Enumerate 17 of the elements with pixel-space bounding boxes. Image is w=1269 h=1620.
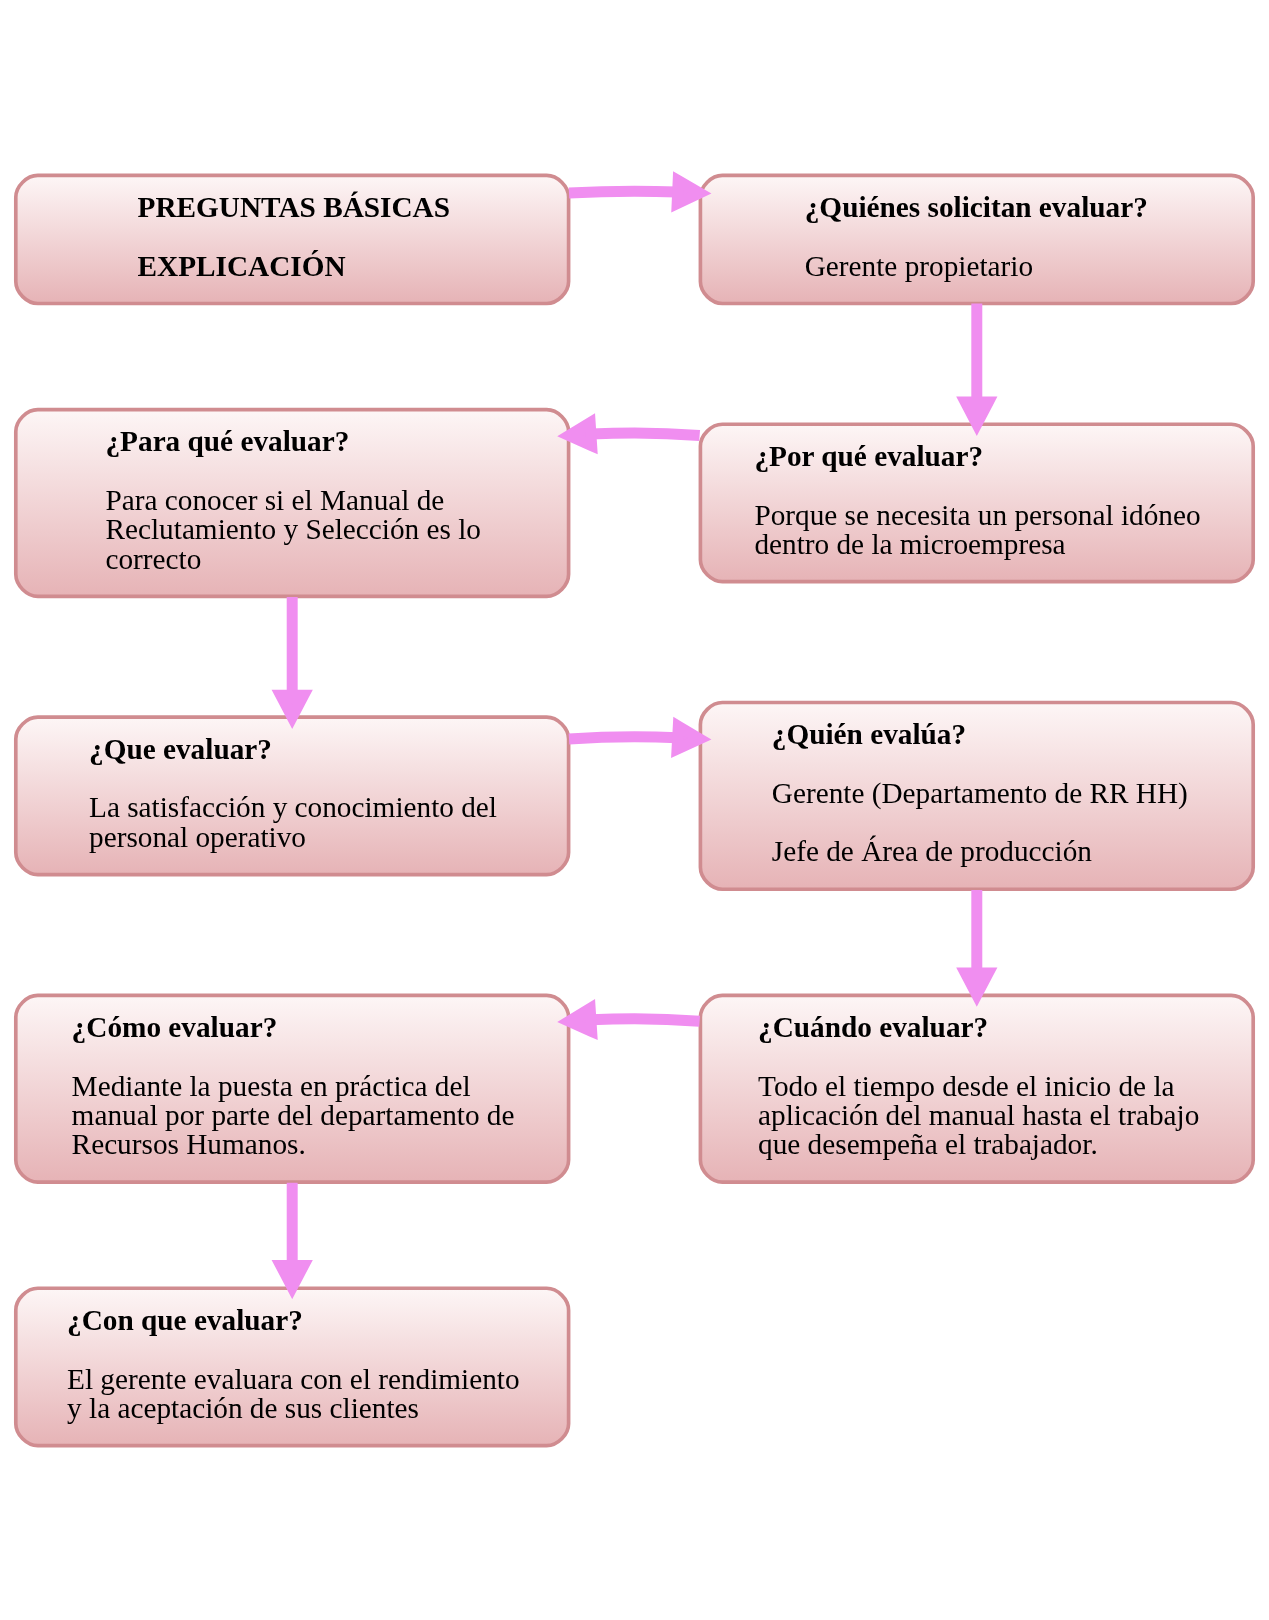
node-box: ¿Quién evalúa? Gerente (Departamento de RR HH) Jefe de Área de producción	[698, 700, 1256, 891]
node-box: ¿Cuándo evaluar? Todo el tiempo desde el inicio de la aplicación del manual hasta el trabajo que desempeña el trabajador.	[698, 993, 1256, 1184]
arrow	[557, 412, 700, 454]
node-box: PREGUNTAS BÁSICAS EXPLICACIÓN	[13, 173, 571, 305]
arrow	[956, 889, 998, 1007]
node-box: ¿Para qué evaluar? Para conocer si el Manual de Reclutamiento y Selección es lo correcto	[13, 407, 571, 598]
arrow	[271, 596, 313, 729]
arrow	[271, 1182, 313, 1299]
arrow	[557, 998, 700, 1040]
arrow	[568, 170, 712, 212]
node-box: ¿Por qué evaluar? Porque se necesita un personal idóneo dentro de la microempresa	[698, 421, 1256, 584]
arrow	[568, 716, 712, 758]
node-box: ¿Quiénes solicitan evaluar? Gerente propietario	[698, 173, 1256, 305]
node-box: ¿Que evaluar? La satisfacción y conocimiento del personal operativo	[13, 714, 571, 876]
node-box: ¿Con que evaluar? El gerente evaluara con el rendimiento y la aceptación de sus clientes	[13, 1285, 571, 1447]
node-box: ¿Cómo evaluar? Mediante la puesta en práctica del manual por parte del departamento de Recursos Humanos.	[13, 993, 571, 1184]
arrow	[956, 302, 998, 436]
